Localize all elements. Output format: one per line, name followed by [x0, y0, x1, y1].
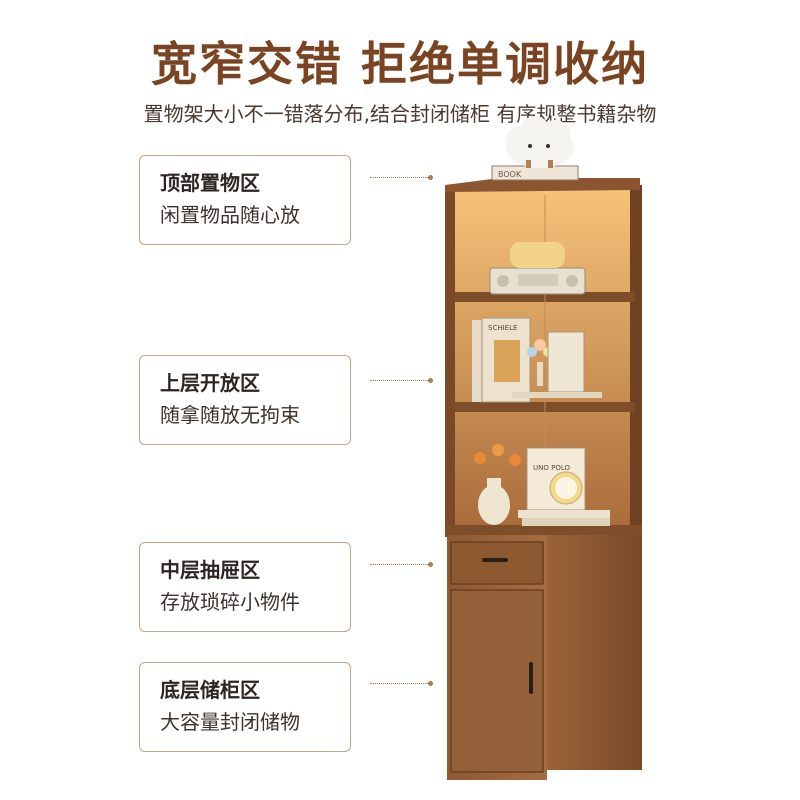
lower-shelf-decor: UNO POLO — [474, 444, 610, 526]
page-subtitle: 置物架大小不一错落分布,结合封闭储柜 有序规整书籍杂物 — [143, 102, 657, 126]
cabinet-frame — [445, 178, 642, 537]
zone-title: 中层抽屉区 — [160, 558, 260, 582]
zone-desc: 存放琐碎小物件 — [160, 590, 300, 614]
book-lower-text: UNO POLO — [533, 464, 570, 472]
zone-title: 上层开放区 — [160, 371, 260, 395]
zone-title: 底层储柜区 — [160, 678, 260, 702]
middle-shelf-decor: SCHIELE — [472, 317, 602, 403]
leader-line — [370, 177, 432, 178]
lower-cabinet — [447, 535, 642, 780]
zone-card-bottom: 底层储柜区 大容量封闭储物 — [139, 662, 351, 752]
leader-line — [370, 380, 432, 381]
leader-line — [370, 564, 432, 565]
zone-card-middle: 中层抽屉区 存放琐碎小物件 — [139, 542, 351, 632]
leader-dot — [428, 562, 433, 567]
zone-card-top: 顶部置物区 闲置物品随心放 — [139, 155, 351, 245]
top-book-text: BOOK — [498, 170, 522, 179]
leader-dot — [428, 681, 433, 686]
zone-title: 顶部置物区 — [160, 171, 260, 195]
zone-desc: 闲置物品随心放 — [160, 203, 300, 227]
book-shelf-text: SCHIELE — [488, 324, 517, 332]
zone-desc: 大容量封闭储物 — [160, 710, 300, 734]
radio-decor — [489, 242, 586, 295]
page-title: 宽窄交错 拒绝单调收纳 — [150, 37, 649, 91]
zone-card-upper: 上层开放区 随拿随放无拘束 — [139, 355, 351, 445]
leader-line — [370, 683, 432, 684]
leader-dot — [428, 175, 433, 180]
zone-desc: 随拿随放无拘束 — [160, 403, 300, 427]
leader-dot — [428, 378, 433, 383]
